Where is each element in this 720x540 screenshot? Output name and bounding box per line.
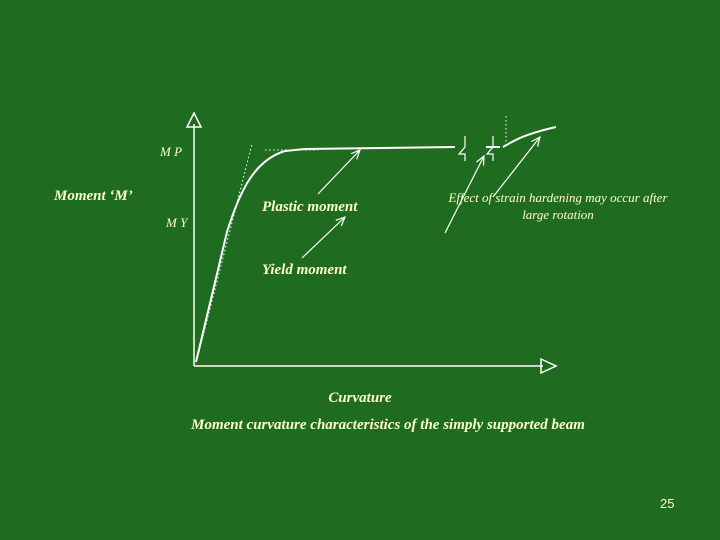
strain-hardening-arrow-1 — [444, 156, 484, 234]
yield-moment-arrow — [301, 217, 345, 259]
strain-hardening-curve — [502, 126, 557, 148]
mp-label: M P — [160, 144, 183, 159]
y-axis-arrow-icon — [185, 111, 203, 128]
break-symbol-icon — [457, 136, 494, 161]
plastic-moment-arrow — [317, 150, 360, 195]
x-axis-label: Curvature — [328, 390, 392, 406]
my-label: M Y — [166, 215, 188, 230]
y-axis-label: Moment ‘M’ — [54, 188, 133, 204]
page-number: 25 — [660, 496, 675, 511]
plastic-moment-label: Plastic moment — [262, 199, 358, 215]
x-axis-arrow-icon — [540, 357, 558, 375]
slide-caption: Moment curvature characteristics of the … — [191, 417, 585, 433]
initial-slope-dotted-line — [198, 143, 253, 353]
strain-hardening-note: Effect of strain hardening may occur aft… — [448, 190, 668, 222]
moment-curvature-curve — [195, 146, 456, 363]
strain-hardening-arrow-2 — [492, 137, 540, 198]
yield-moment-label: Yield moment — [262, 262, 347, 278]
